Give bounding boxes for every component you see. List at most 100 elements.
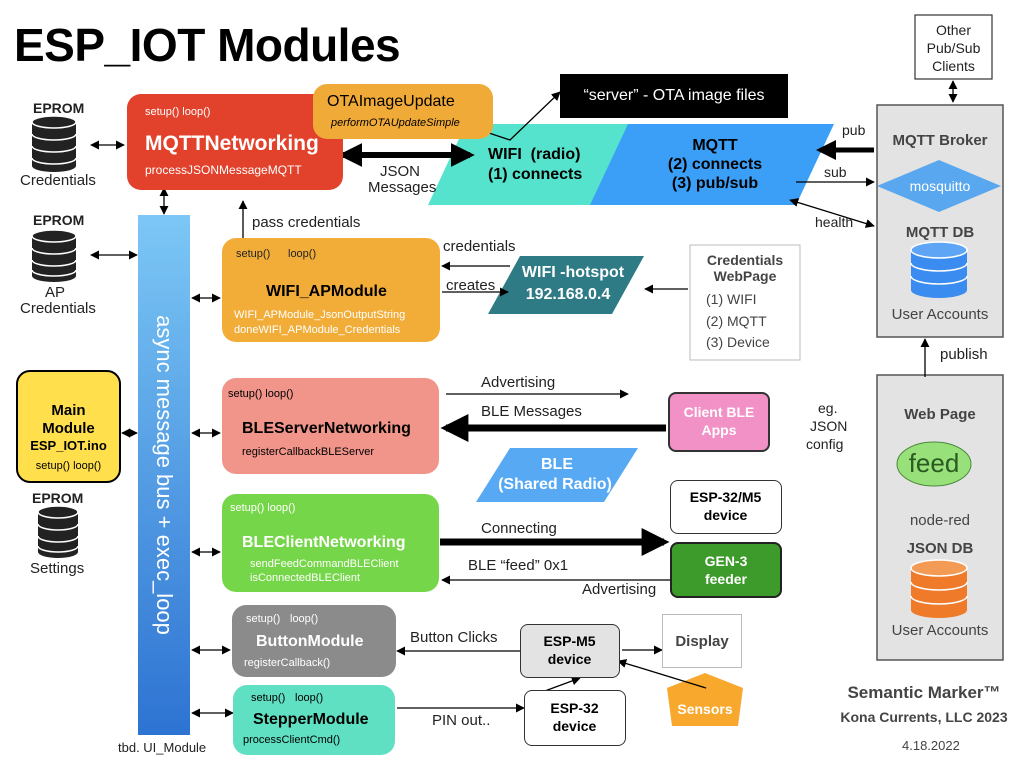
ota-image-update-module[interactable]: OTAImageUpdate performOTAUpdateSimple: [313, 84, 493, 139]
client-ble-label-2: Apps: [701, 422, 737, 438]
mqtt-networking-module[interactable]: setup() loop() MQTTNetworking processJSO…: [127, 94, 343, 190]
wifi-ap-function-2: doneWIFI_APModule_Credentials: [234, 324, 401, 336]
hotspot-label-2: 192.168.0.4: [525, 286, 611, 303]
button-function: registerCallback(): [244, 657, 331, 669]
button-module[interactable]: setup() loop() ButtonModule registerCall…: [232, 605, 396, 677]
server-label: “server” - OTA image files: [583, 87, 765, 104]
json-messages-label-2: Messages: [368, 179, 437, 196]
display-label: Display: [675, 633, 729, 650]
ble-server-networking-module[interactable]: setup() loop() BLEServerNetworking regis…: [222, 378, 439, 474]
other-clients-2: Pub/Sub: [926, 40, 981, 56]
diagram-arrows: [90, 80, 958, 718]
eprom2-label-2: Credentials: [20, 300, 96, 317]
user-accounts-2-label: User Accounts: [891, 622, 989, 639]
sensors-shape: [667, 673, 743, 726]
wifi-ap-module[interactable]: setup() loop() WIFI_APModule WIFI_APModu…: [222, 238, 440, 342]
message-bus-bar: [138, 215, 190, 735]
esp32-label-1: ESP-32: [550, 700, 599, 716]
main-module-box: Main Module ESP_IOT.ino setup() loop(): [16, 370, 121, 483]
esp32-m5-label-1: ESP-32/M5: [689, 489, 762, 505]
mqtt-radio-label-3: (3) pub/sub: [671, 175, 759, 192]
mqtt-broker-label: MQTT Broker: [892, 132, 988, 149]
esp32-label-2: device: [552, 718, 597, 734]
credentials-webpage-item-2: (2) MQTT: [706, 313, 767, 329]
eprom-settings-cylinder: [37, 505, 79, 558]
credentials-label: credentials: [443, 238, 516, 255]
json-db-label: JSON DB: [906, 540, 974, 557]
pass-credentials-label: pass credentials: [252, 214, 361, 231]
ble-messages-label: BLE Messages: [481, 403, 582, 420]
button-module-name: ButtonModule: [256, 633, 364, 650]
credentials-webpage-item-3: (3) Device: [706, 334, 770, 350]
eprom-ap-cylinder: [31, 229, 77, 282]
ble-client-function-2: isConnectedBLEClient: [250, 572, 361, 584]
web-page-label: Web Page: [904, 406, 976, 423]
mqtt-module-name: MQTTNetworking: [145, 132, 319, 155]
eg-label-3: config: [806, 436, 844, 452]
ble-server-setup: setup() loop(): [228, 388, 294, 400]
creates-label: creates: [446, 277, 496, 294]
node-red-label: node-red: [909, 512, 971, 529]
mqtt-db-label: MQTT DB: [905, 224, 975, 241]
sensors-label: Sensors: [677, 701, 733, 717]
esp-m5-device-box: ESP-M5 device: [520, 624, 620, 678]
server-box: [560, 74, 788, 118]
other-clients-3: Clients: [932, 58, 975, 74]
ble-client-setup: setup() loop(): [230, 502, 296, 514]
connecting-label: Connecting: [481, 520, 557, 537]
ble-client-module-name: BLEClientNetworking: [242, 534, 406, 551]
wifi-hotspot-shape: [488, 256, 644, 314]
date-label: 4.18.2022: [902, 738, 960, 753]
client-ble-label-1: Client BLE: [683, 404, 755, 420]
gen3-feeder-box: GEN-3 feeder: [670, 542, 782, 598]
feed-ellipse: [896, 441, 972, 487]
main-module-sketch: ESP_IOT.ino: [30, 438, 107, 453]
message-bus-label: async message bus + exec_loop: [152, 315, 177, 635]
ble-radio-label-1: BLE: [541, 456, 573, 473]
eprom-credentials-cylinder: [31, 115, 77, 172]
eprom2-label-1: AP: [45, 284, 66, 301]
eprom1-label: Credentials: [20, 172, 96, 189]
gen3-label-2: feeder: [704, 571, 748, 587]
wifi-radio-label-1: WIFI (radio): [488, 146, 581, 163]
ble-radio-shape: [476, 448, 638, 502]
esp32-m5-label-2: device: [703, 507, 748, 523]
ota-function: performOTAUpdateSimple: [331, 117, 460, 129]
esp-m5-label-2: device: [547, 651, 592, 667]
credentials-webpage-box: [689, 244, 801, 361]
eg-label-1: eg.: [818, 400, 838, 416]
mosquitto-diamond: [877, 160, 1001, 212]
ble-client-networking-module[interactable]: setup() loop() BLEClientNetworking sendF…: [222, 494, 439, 592]
mqtt-broker-panel: [876, 104, 1004, 338]
eg-label-2: JSON: [810, 418, 848, 434]
credentials-webpage-item-1: (1) WIFI: [706, 291, 757, 307]
pub-label: pub: [842, 122, 866, 138]
stepper-setup: setup(): [251, 692, 286, 704]
main-module-title-2: Module: [42, 420, 95, 437]
page-title: ESP_IOT Modules: [14, 19, 401, 71]
json-messages-label-1: JSON: [380, 163, 421, 180]
ble-radio-label-2: (Shared Radio): [498, 476, 612, 493]
publish-label: publish: [940, 346, 988, 363]
feed-label: feed: [908, 448, 960, 478]
ble-server-module-name: BLEServerNetworking: [242, 420, 411, 437]
mqtt-setup-loop: setup() loop(): [145, 106, 211, 118]
main-module-setup: setup() loop(): [35, 460, 102, 472]
gen3-label-1: GEN-3: [704, 553, 748, 569]
wifi-ap-setup: setup(): [236, 248, 271, 260]
esp-m5-label-1: ESP-M5: [543, 633, 596, 649]
button-setup: setup(): [246, 613, 281, 625]
mqtt-radio-label-1: MQTT: [692, 137, 738, 154]
button-loop: loop(): [290, 613, 319, 625]
stepper-module[interactable]: setup() loop() StepperModule processClie…: [233, 685, 395, 755]
advertising-2-label: Advertising: [582, 581, 657, 598]
mqtt-db-cylinder: [910, 241, 968, 298]
json-db-cylinder: [910, 559, 968, 618]
eprom3-title: EPROM: [32, 490, 84, 506]
user-accounts-1-label: User Accounts: [891, 306, 989, 323]
pin-out-label: PIN out..: [432, 712, 491, 729]
credentials-webpage-title-2: WebPage: [713, 268, 777, 284]
wifi-ap-loop: loop(): [288, 248, 317, 260]
eprom1-title: EPROM: [33, 100, 85, 116]
